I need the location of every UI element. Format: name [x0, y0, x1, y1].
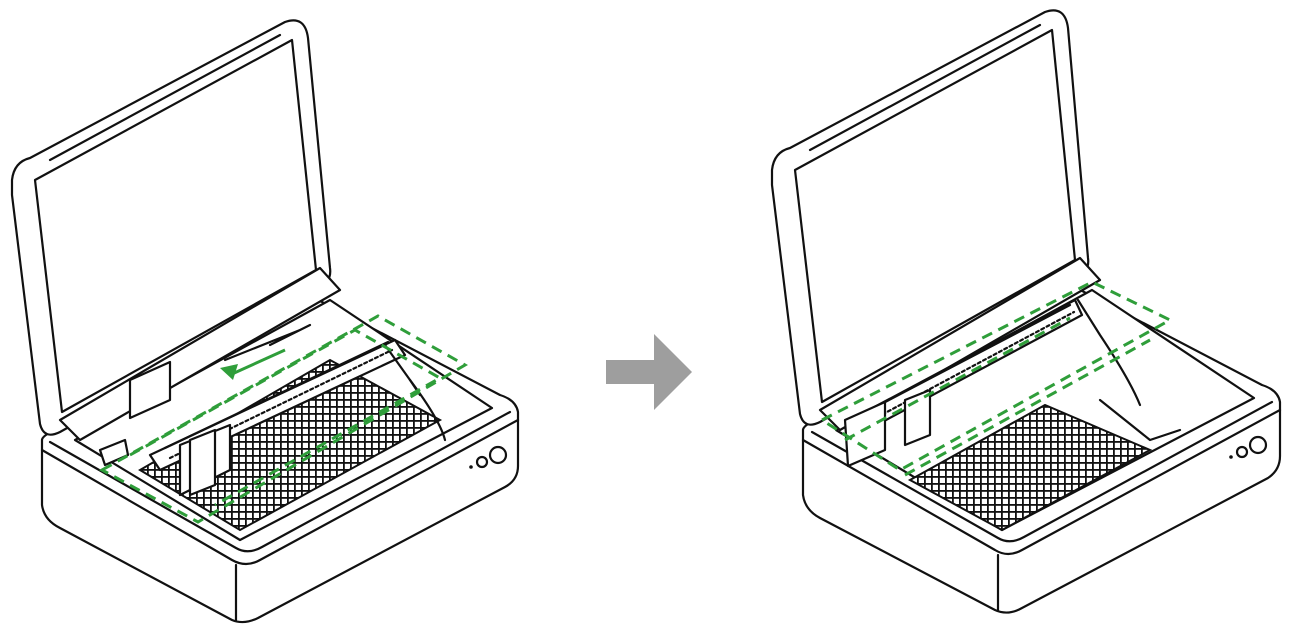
- guide-inner-left: [129, 328, 444, 507]
- guide-new-position: [818, 280, 1174, 472]
- lid-left: [10, 19, 332, 436]
- key-switch-right: [1235, 445, 1249, 459]
- guide-old-position: [98, 314, 469, 524]
- right-arrow-icon: [606, 334, 692, 410]
- machine-before: [10, 19, 520, 624]
- honeycomb-bed-left: [138, 358, 443, 532]
- guide-inner-right: [844, 316, 1151, 477]
- arrow-up-left-icon: [220, 348, 286, 380]
- power-button-right: [1248, 435, 1268, 455]
- machine-after: [770, 9, 1282, 614]
- honeycomb-bed-right: [907, 403, 1153, 532]
- key-switch-left: [475, 455, 489, 469]
- power-button-left: [488, 445, 508, 465]
- lid-right: [770, 9, 1090, 426]
